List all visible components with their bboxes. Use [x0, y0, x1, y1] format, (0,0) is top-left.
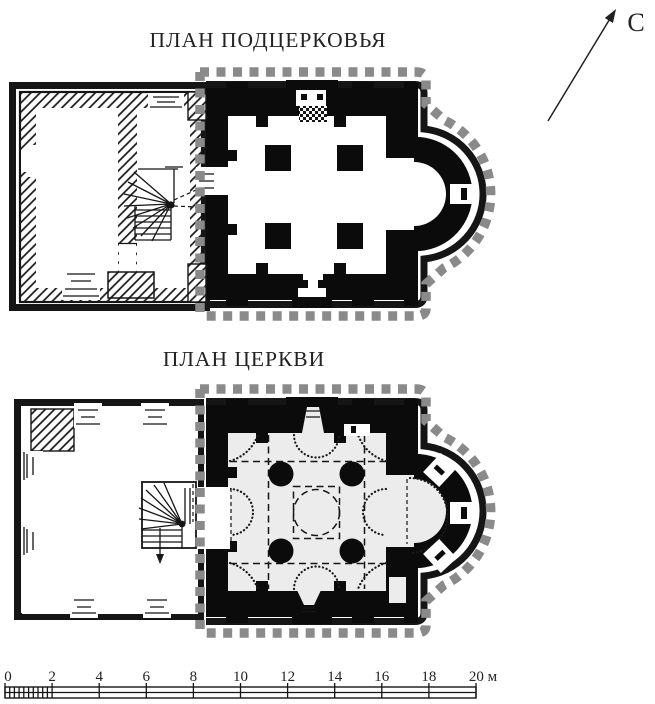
- north-arrow-line: [547, 16, 612, 122]
- church-naos: [228, 433, 386, 591]
- church-annex-south-window-2: [143, 594, 171, 618]
- crypt-north-entrance: [296, 90, 327, 122]
- church-se-niche: [389, 577, 406, 603]
- church-annex-west-window-2: [21, 526, 43, 555]
- crypt-church-block: [187, 80, 478, 308]
- church-block: [198, 397, 478, 624]
- scale-label: 0: [4, 669, 12, 685]
- pier: [339, 461, 365, 487]
- crypt-apse-interior: [384, 162, 446, 226]
- pier: [265, 223, 291, 249]
- scale-label: 8: [190, 669, 198, 685]
- crypt-annex-north-portal: [148, 93, 184, 109]
- scale-label: 16: [374, 669, 390, 685]
- crypt-junction-wall-south: [187, 263, 207, 303]
- crypt-west-window: [21, 145, 38, 177]
- church-annex: [21, 403, 200, 618]
- church-annex-hatched-corner: [30, 408, 75, 452]
- church-vault-dotted-arcs: [228, 433, 449, 591]
- scale-label: 14: [327, 669, 343, 685]
- church-annex-west-window-1: [21, 451, 43, 480]
- scale-label: 4: [95, 669, 103, 685]
- church-plan-drawing: [14, 384, 496, 638]
- stair-direction-arrow-icon: [156, 554, 164, 564]
- crypt-annex-west-room: [36, 108, 118, 288]
- crypt-plan-drawing: [9, 67, 496, 321]
- north-arrowhead-icon: [604, 9, 616, 23]
- church-dotted-boundary: [200, 384, 496, 638]
- scale-label: 2: [48, 669, 56, 685]
- crypt-annex-south-portal: [62, 268, 100, 300]
- pier: [268, 461, 294, 487]
- north-label: С: [627, 8, 644, 37]
- scale-label: 12: [280, 669, 295, 685]
- apse-east-window: [450, 502, 478, 524]
- pier: [265, 145, 291, 171]
- scale-label-with-unit: 20 м: [469, 669, 498, 685]
- church-vault-dashed-lines: [230, 435, 408, 589]
- dome-projection-circle: [292, 488, 341, 537]
- crypt-hall: [228, 116, 386, 274]
- crypt-south-entrance: [298, 271, 326, 297]
- apse-conch-arc: [408, 476, 449, 555]
- crypt-dotted-boundary: [200, 67, 496, 321]
- scale-label: 10: [233, 669, 248, 685]
- pier: [339, 538, 365, 564]
- church-plan-title: ПЛАН ЦЕРКВИ: [163, 347, 325, 371]
- crypt-stairs: [123, 166, 198, 242]
- scale-bar: 0 2 4 6 8 10 12 14 16 18 20 м: [4, 669, 498, 699]
- scale-label: 18: [421, 669, 436, 685]
- crypt-annex: [18, 90, 204, 304]
- crypt-plan-title: ПЛАН ПОДЦЕРКОВЬЯ: [149, 28, 386, 52]
- church-annex-south-window-1: [70, 594, 98, 618]
- apse-se-window: [423, 538, 457, 574]
- church-piers: [268, 461, 365, 564]
- church-annex-north-window-1: [74, 403, 102, 428]
- church-south-portal: [296, 588, 322, 613]
- scale-bar-subdivisions: [9, 687, 49, 698]
- apse-ne-window: [423, 452, 457, 488]
- church-annex-room: [40, 424, 182, 596]
- crypt-piers: [265, 145, 363, 249]
- church-annex-east-door: [180, 488, 200, 547]
- crypt-apse-east-window: [450, 184, 478, 204]
- church-north-portal: [302, 407, 324, 433]
- crypt-annex-south-buttress: [107, 271, 155, 299]
- church-apse-interior: [384, 479, 446, 543]
- scale-bar-ticks: [4, 683, 477, 698]
- scale-label: 6: [143, 669, 151, 685]
- north-arrow: С: [547, 8, 645, 122]
- church-annex-north-window-2: [141, 403, 169, 428]
- pier: [337, 223, 363, 249]
- church-north-window: [344, 424, 370, 436]
- pier: [337, 145, 363, 171]
- pier: [268, 538, 294, 564]
- church-stairs: [138, 481, 197, 564]
